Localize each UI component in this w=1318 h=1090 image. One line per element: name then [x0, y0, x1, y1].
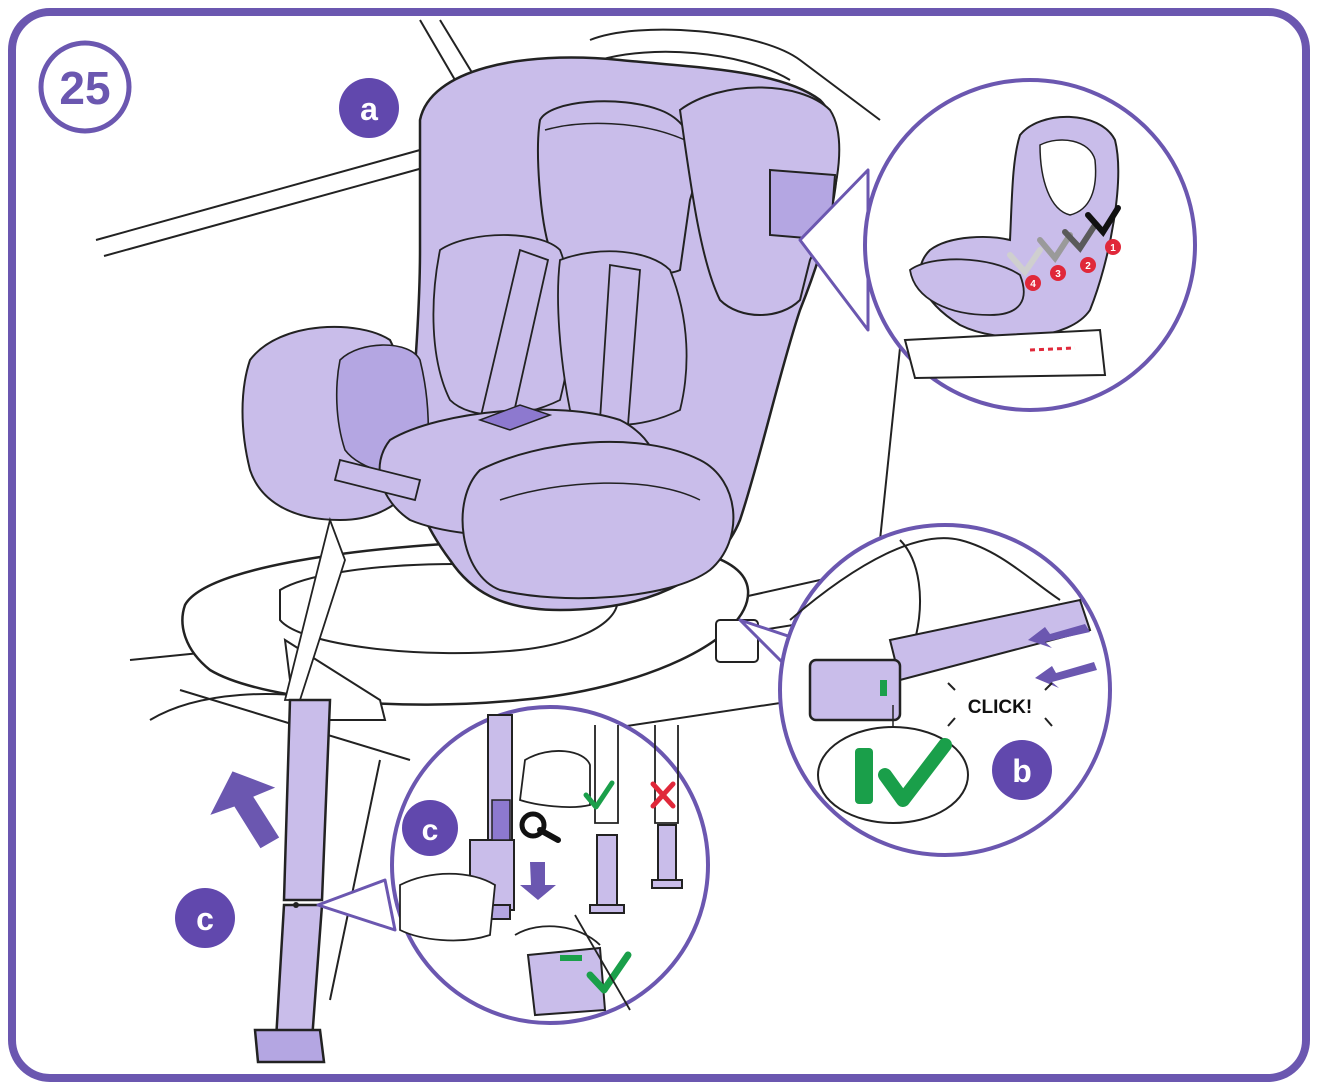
support-leg — [253, 698, 332, 1064]
check-icon — [583, 780, 615, 810]
svg-text:3: 3 — [1055, 269, 1061, 280]
leg-detail-zoom — [316, 705, 710, 1025]
callout-a: a — [339, 78, 399, 138]
recline-detail-zoom: 4 3 2 1 — [798, 78, 1197, 412]
svg-text:b: b — [1012, 753, 1032, 789]
svg-text:1: 1 — [1110, 243, 1116, 254]
recline-position-1: 1 — [1105, 239, 1121, 255]
recline-position-2: 2 — [1080, 257, 1096, 273]
arrow-down-icon — [210, 771, 280, 849]
indicator-green-icon — [880, 680, 887, 696]
recline-position-4: 4 — [1025, 275, 1041, 291]
svg-text:2: 2 — [1085, 261, 1091, 272]
arrow-left-icon — [1028, 624, 1090, 648]
arrow-down-icon — [520, 862, 556, 900]
cross-icon — [650, 781, 676, 809]
svg-text:a: a — [360, 91, 378, 127]
recline-position-3: 3 — [1050, 265, 1066, 281]
arrow-left-icon — [1035, 662, 1097, 688]
callout-c-leg: c — [175, 888, 235, 948]
callout-b: b — [992, 740, 1052, 800]
check-icon — [586, 951, 632, 994]
svg-text:c: c — [196, 901, 214, 937]
step-number: 25 — [59, 62, 110, 114]
svg-text:c: c — [422, 814, 439, 847]
indicator-green-icon — [855, 748, 873, 804]
click-sound-label: CLICK! — [968, 697, 1032, 718]
check-icon — [878, 738, 952, 807]
callout-c-zoom: c — [402, 800, 458, 856]
step-number-badge: 25 — [38, 40, 132, 134]
car-seat — [241, 56, 841, 701]
svg-text:4: 4 — [1030, 279, 1036, 290]
